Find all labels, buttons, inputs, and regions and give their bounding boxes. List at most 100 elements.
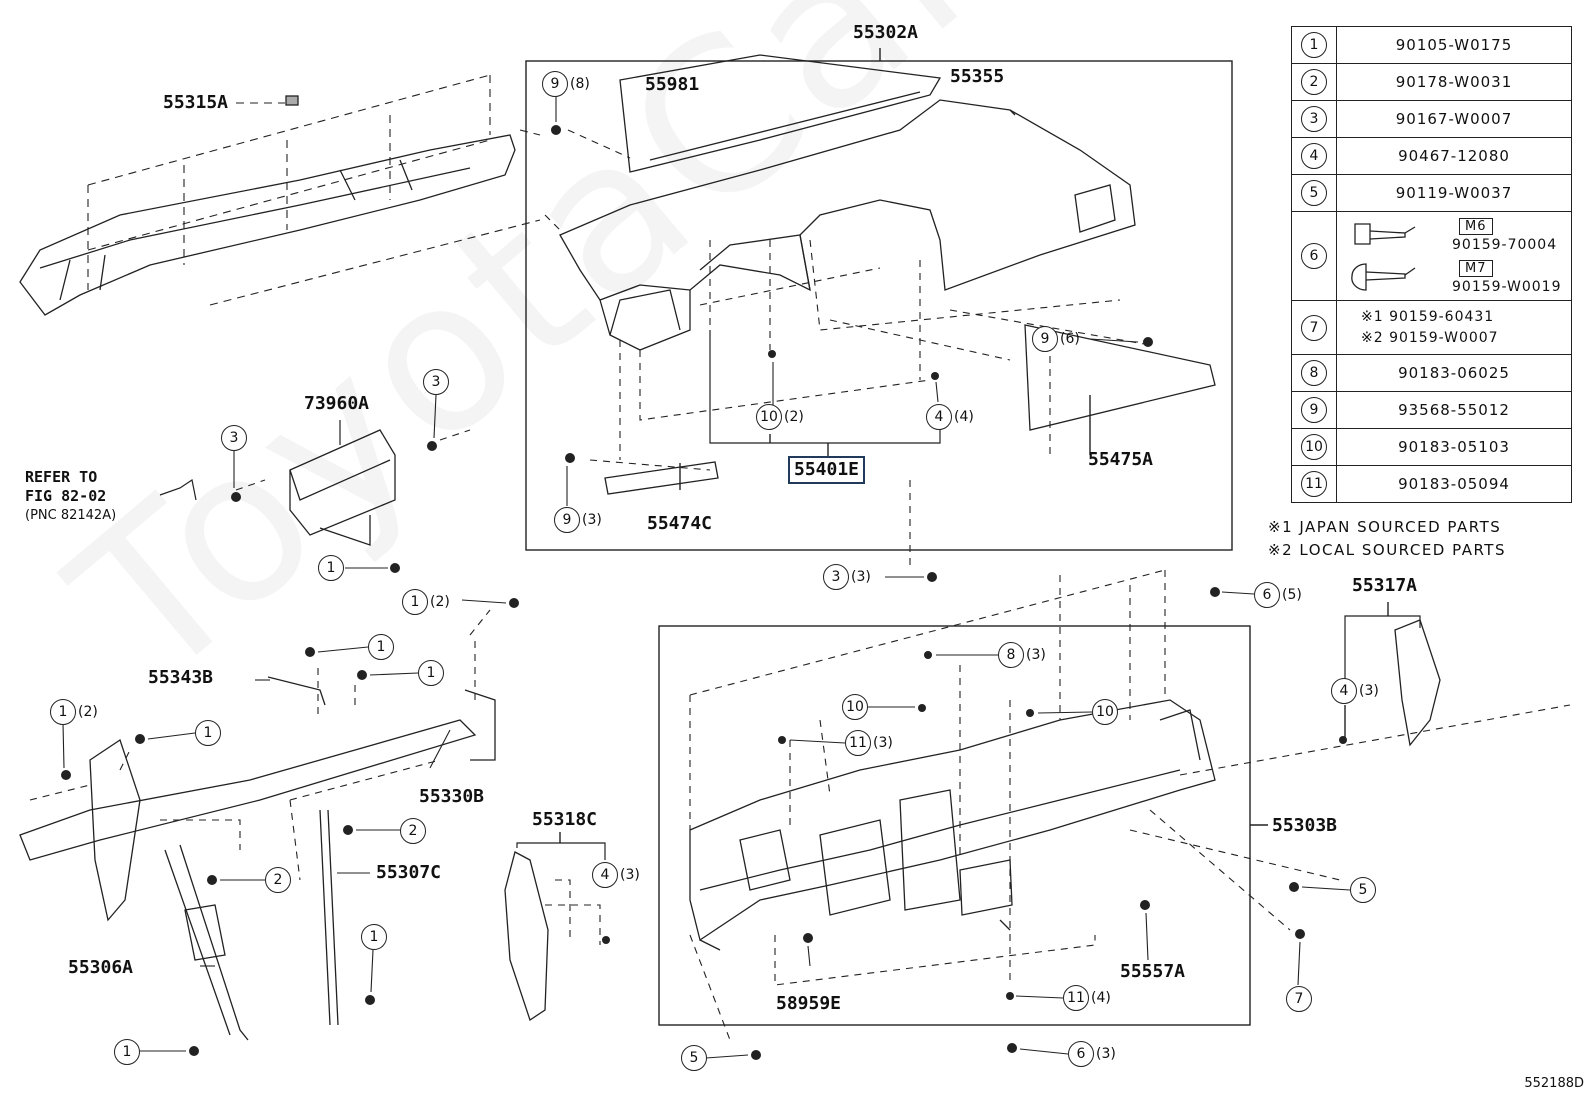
callout-number: 1 bbox=[195, 720, 221, 746]
callout: 6(3) bbox=[1068, 1041, 1116, 1067]
m6-tag: M6 bbox=[1459, 218, 1493, 235]
callout: 9(8) bbox=[542, 71, 590, 97]
label-58959E: 58959E bbox=[776, 993, 842, 1014]
callout-number: 11 bbox=[1063, 985, 1089, 1011]
callout: 1(2) bbox=[50, 699, 98, 725]
callout-quantity: (3) bbox=[1359, 683, 1379, 699]
callout-quantity: (2) bbox=[430, 594, 450, 610]
callout-number: 1 bbox=[318, 555, 344, 581]
table-row: 9 93568-55012 bbox=[1291, 391, 1572, 429]
callout: 2 bbox=[400, 818, 428, 844]
table-cell: ※1 90159-60431※2 90159-W0007 bbox=[1336, 300, 1572, 355]
callout: 7 bbox=[1286, 986, 1314, 1012]
note-japan: ※1 JAPAN SOURCED PARTS bbox=[1268, 518, 1502, 536]
callout-quantity: (6) bbox=[1060, 331, 1080, 347]
callout-number: 1 bbox=[114, 1039, 140, 1065]
table-cell: 90167-W0007 bbox=[1336, 100, 1572, 138]
label-55474C: 55474C bbox=[647, 513, 713, 534]
fasteners bbox=[61, 125, 1347, 1060]
part-number: ※2 90159-W0007 bbox=[1361, 329, 1499, 346]
callout-number: 9 bbox=[542, 71, 568, 97]
refer-line-3: (PNC 82142A) bbox=[25, 508, 117, 523]
callout-number: 6 bbox=[1301, 243, 1327, 269]
table-cell: 3 bbox=[1291, 100, 1337, 138]
leader-lines bbox=[62, 97, 1351, 1059]
table-row: 2 90178-W0031 bbox=[1291, 63, 1572, 101]
callout-number: 1 bbox=[361, 924, 387, 950]
callout: 1 bbox=[114, 1039, 142, 1065]
table-cell: 90178-W0031 bbox=[1336, 63, 1572, 101]
instrument-panel bbox=[559, 54, 1216, 495]
callout: 9(6) bbox=[1032, 326, 1080, 352]
table-row: 6 M6 90159-70004 M7 90159-W0019 bbox=[1291, 211, 1572, 301]
callout-number: 10 bbox=[1092, 699, 1118, 725]
callout-number: 1 bbox=[418, 660, 444, 686]
callout: 1 bbox=[418, 660, 446, 686]
callout-number: 1 bbox=[402, 589, 428, 615]
callout-number: 3 bbox=[1301, 106, 1327, 132]
label-55315A: 55315A bbox=[163, 92, 229, 113]
callout: 2 bbox=[265, 867, 293, 893]
callout-number: 2 bbox=[265, 867, 291, 893]
callout-quantity: (3) bbox=[851, 569, 871, 585]
callout-number: 7 bbox=[1286, 986, 1312, 1012]
callout-number: 9 bbox=[1301, 397, 1327, 423]
callout-number: 2 bbox=[400, 818, 426, 844]
callout-quantity: (4) bbox=[1091, 990, 1111, 1006]
label-55317A: 55317A bbox=[1352, 575, 1418, 596]
label-55557A: 55557A bbox=[1120, 961, 1186, 982]
callout-quantity: (3) bbox=[620, 867, 640, 883]
label-55343B: 55343B bbox=[148, 667, 214, 688]
upper-group-box bbox=[525, 60, 1233, 551]
callout-quantity: (3) bbox=[1026, 647, 1046, 663]
table-cell: 7 bbox=[1291, 300, 1337, 355]
table-cell: 90119-W0037 bbox=[1336, 174, 1572, 212]
table-cell: 90467-12080 bbox=[1336, 137, 1572, 175]
table-cell: 4 bbox=[1291, 137, 1337, 175]
callout: 1 bbox=[195, 720, 223, 746]
label-55303B: 55303B bbox=[1272, 815, 1338, 836]
callout-quantity: (3) bbox=[1096, 1046, 1116, 1062]
frame-55303B bbox=[689, 699, 1216, 951]
side-piece-55317A bbox=[1394, 619, 1441, 747]
refer-line-2: FIG 82-02 bbox=[25, 487, 107, 505]
callout-quantity: (2) bbox=[784, 409, 804, 425]
label-55401E[interactable]: 55401E bbox=[788, 456, 866, 484]
callout: 4(3) bbox=[1331, 678, 1379, 704]
callout-quantity: (8) bbox=[570, 76, 590, 92]
callout: 3(3) bbox=[823, 564, 871, 590]
table-cell: 90183-05094 bbox=[1336, 465, 1572, 503]
table-cell: 11 bbox=[1291, 465, 1337, 503]
callout: 11(4) bbox=[1063, 985, 1111, 1011]
callout-number: 4 bbox=[1331, 678, 1357, 704]
callout: 3 bbox=[423, 369, 451, 395]
callout: 11(3) bbox=[845, 730, 893, 756]
callout-quantity: (5) bbox=[1282, 587, 1302, 603]
callout-number: 6 bbox=[1068, 1041, 1094, 1067]
callout-number: 5 bbox=[1350, 877, 1376, 903]
label-55302A: 55302A bbox=[853, 22, 919, 43]
table-row: 3 90167-W0007 bbox=[1291, 100, 1572, 138]
table-cell: 5 bbox=[1291, 174, 1337, 212]
callout-number: 3 bbox=[221, 425, 247, 451]
callout: 5 bbox=[1350, 877, 1378, 903]
airbag-73960A bbox=[289, 429, 396, 546]
callout-number: 11 bbox=[1301, 471, 1327, 497]
callout-quantity: (3) bbox=[582, 512, 602, 528]
callout-number: 2 bbox=[1301, 69, 1327, 95]
table-cell: 93568-55012 bbox=[1336, 391, 1572, 429]
label-55330B: 55330B bbox=[419, 786, 485, 807]
callout-number: 3 bbox=[423, 369, 449, 395]
callout: 1 bbox=[368, 634, 396, 660]
callout: 10(2) bbox=[756, 404, 804, 430]
callout-number: 8 bbox=[1301, 360, 1327, 386]
callout-quantity: (3) bbox=[873, 735, 893, 751]
reinforcement-55315A bbox=[19, 95, 516, 316]
callout-quantity: (4) bbox=[954, 409, 974, 425]
table-cell: 1 bbox=[1291, 26, 1337, 64]
steering-support-55330B bbox=[19, 676, 496, 1041]
